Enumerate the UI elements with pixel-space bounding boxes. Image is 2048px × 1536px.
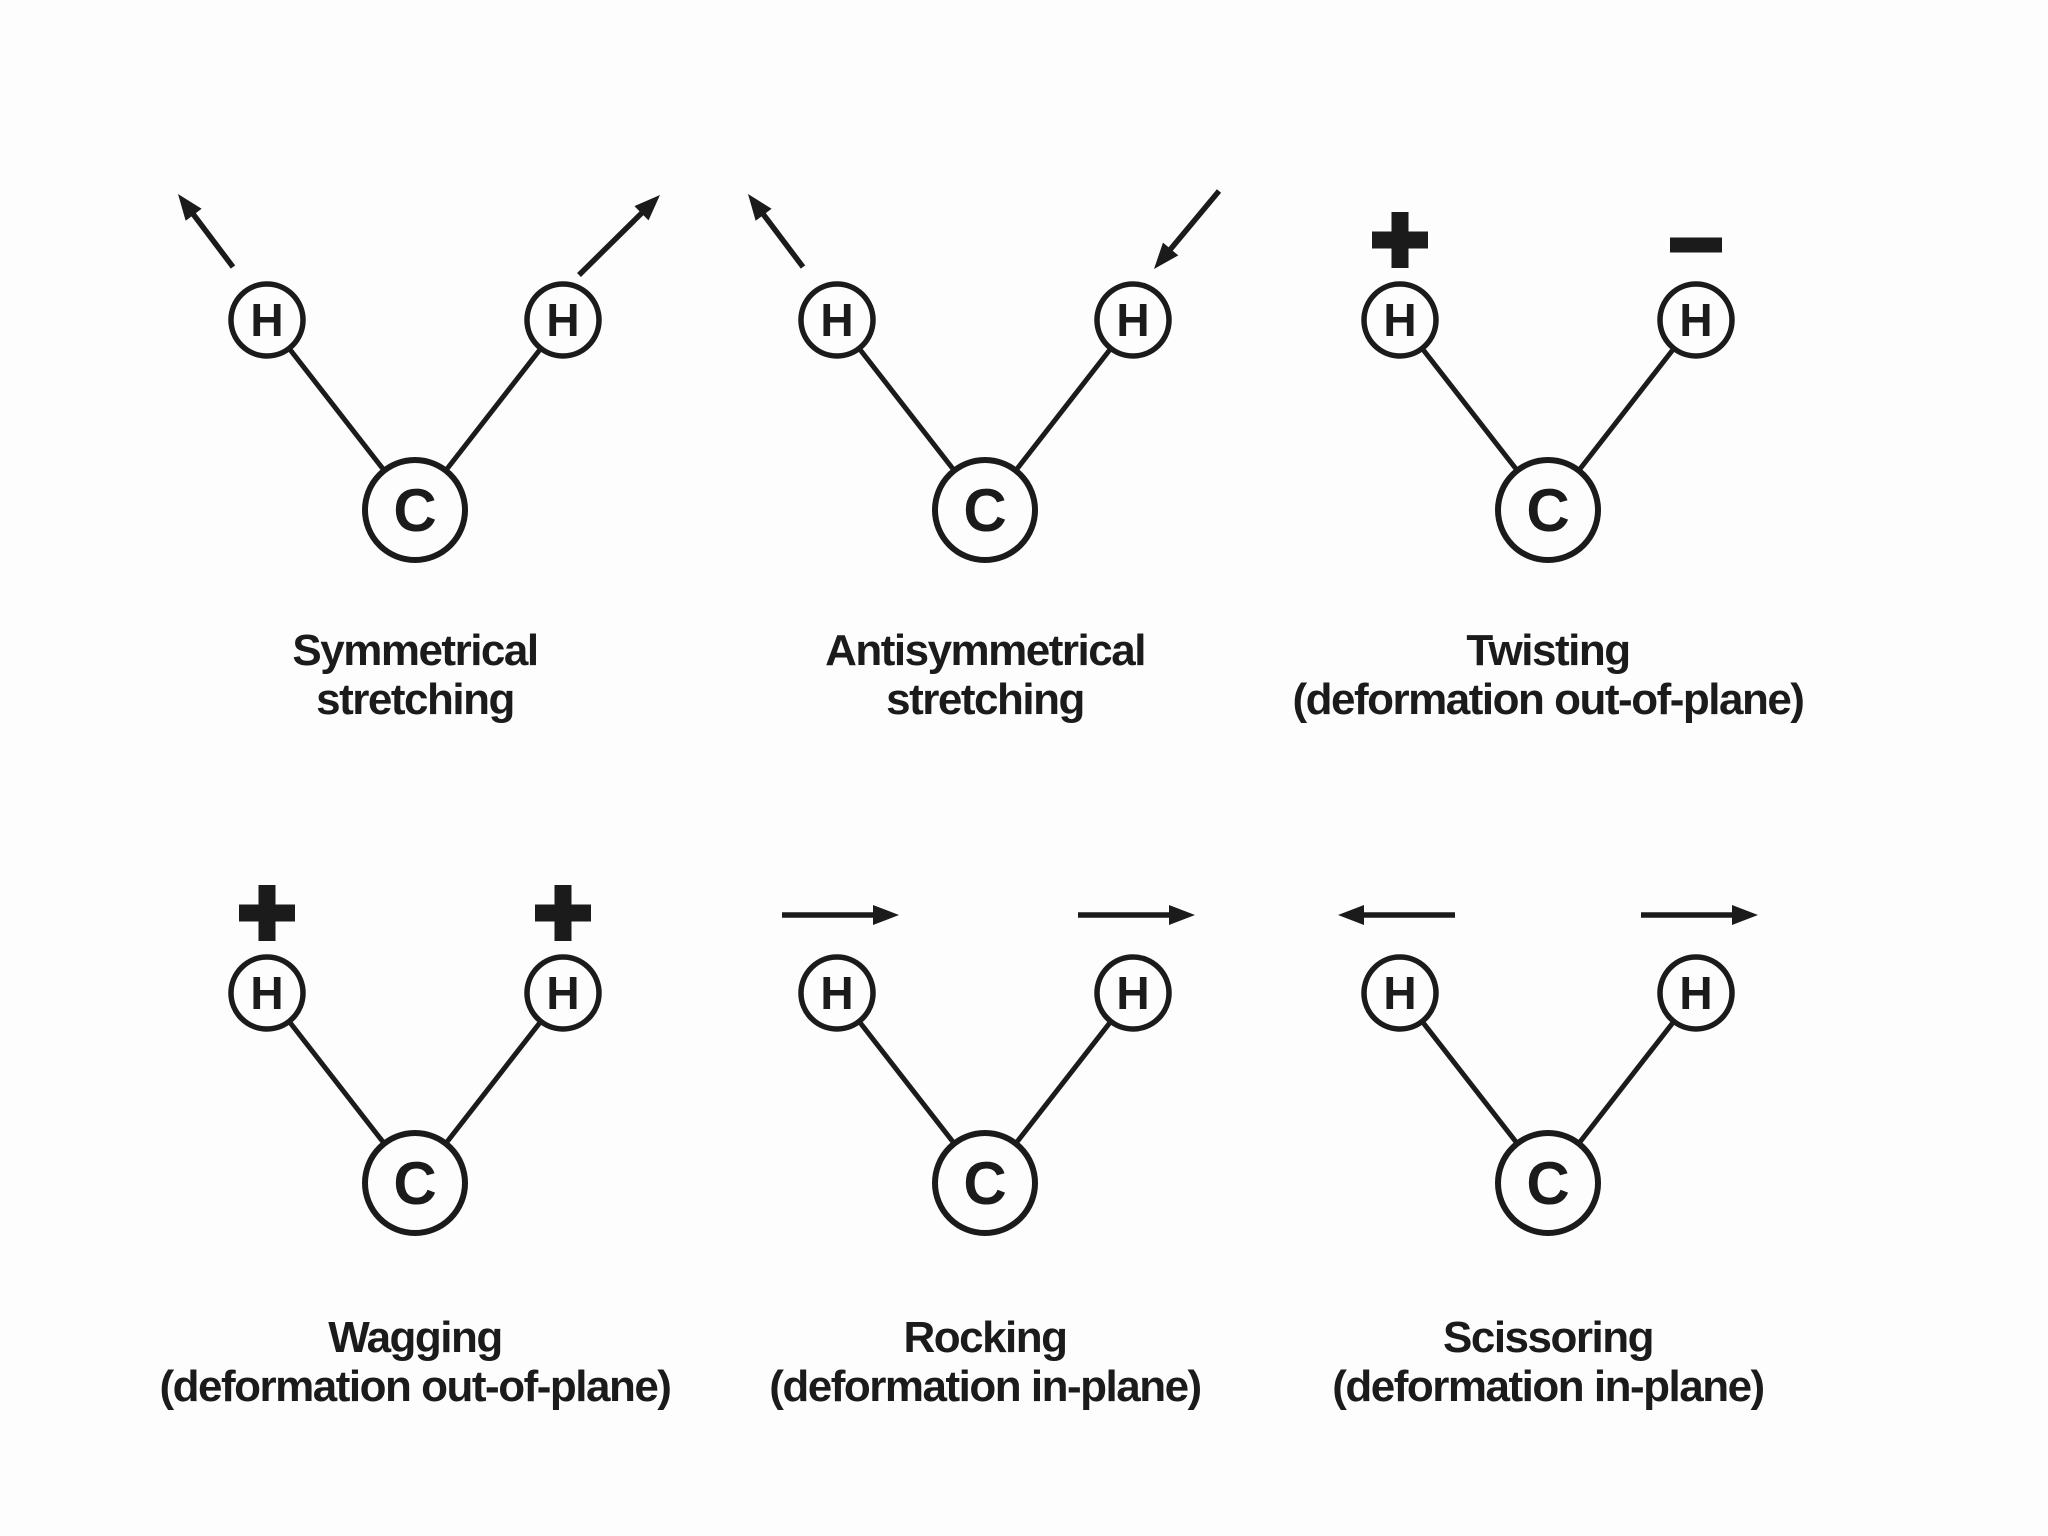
- caption-line1: Scissoring: [1443, 1313, 1654, 1362]
- caption-line1: Symmetrical: [292, 626, 539, 675]
- caption-line2: (deformation out-of-plane): [159, 1362, 672, 1412]
- annotation-left-arrow-left: [1338, 905, 1455, 925]
- hydrogen-right-circle: [1094, 954, 1172, 1032]
- hydrogen-right-circle: [1657, 281, 1735, 359]
- caption-line2: stretching: [886, 675, 1085, 725]
- hydrogen-left-label: H: [820, 967, 853, 1019]
- carbon-circle: [1495, 457, 1601, 563]
- panel-twisting: H H C Twisting (deformation out-of-plane): [1198, 80, 1898, 725]
- molecule-diagram-antisymmetrical-stretching: H H C: [748, 189, 1222, 563]
- hydrogen-left-label: H: [1383, 294, 1416, 346]
- carbon-circle: [932, 1130, 1038, 1236]
- molecule-diagram-wagging: H H C: [228, 885, 602, 1236]
- caption-antisymmetrical-stretching: Antisymmetrical stretching: [635, 626, 1335, 725]
- hydrogen-right-circle: [1657, 954, 1735, 1032]
- hydrogen-right-circle: [1094, 281, 1172, 359]
- hydrogen-left-circle: [798, 954, 876, 1032]
- hydrogen-right-label: H: [1679, 967, 1712, 1019]
- caption-scissoring: Scissoring (deformation in-plane): [1198, 1313, 1898, 1412]
- carbon-label: C: [963, 1150, 1006, 1217]
- hydrogen-right-label: H: [1116, 294, 1149, 346]
- carbon-label: C: [1526, 477, 1569, 544]
- caption-symmetrical-stretching: Symmetrical stretching: [65, 626, 765, 725]
- panel-scissoring: H H C Scissoring (deformation in-plane): [1198, 753, 1898, 1412]
- carbon-circle: [932, 457, 1038, 563]
- annotation-left-arrow-diagonal-outward: [178, 194, 236, 269]
- carbon-label: C: [393, 477, 436, 544]
- panel-wagging: H H C Wagging (deformation out-of-plane): [65, 753, 765, 1412]
- annotation-right-plus: [535, 885, 591, 941]
- caption-line2: (deformation out-of-plane): [1292, 675, 1805, 725]
- caption-twisting: Twisting (deformation out-of-plane): [1198, 626, 1898, 725]
- hydrogen-right-circle: [524, 281, 602, 359]
- hydrogen-left-circle: [1361, 281, 1439, 359]
- carbon-label: C: [1526, 1150, 1569, 1217]
- molecule-diagram-scissoring: H H C: [1338, 905, 1758, 1236]
- caption-line1: Rocking: [903, 1313, 1068, 1362]
- caption-line2: stretching: [316, 675, 515, 725]
- annotation-right-arrow-right: [1078, 905, 1195, 925]
- annotation-right-arrow-diagonal-inward: [1154, 189, 1222, 269]
- annotation-right-minus: [1670, 237, 1722, 253]
- annotation-left-arrow-diagonal-outward: [748, 194, 806, 269]
- caption-line2: (deformation in-plane): [1332, 1362, 1765, 1412]
- caption-rocking: Rocking (deformation in-plane): [635, 1313, 1335, 1412]
- molecule-diagram-symmetrical-stretching: H H C: [178, 194, 660, 563]
- hydrogen-left-label: H: [250, 967, 283, 1019]
- annotation-left-plus: [1372, 212, 1428, 268]
- hydrogen-left-circle: [798, 281, 876, 359]
- hydrogen-right-label: H: [1679, 294, 1712, 346]
- annotation-left-plus: [239, 885, 295, 941]
- carbon-circle: [362, 457, 468, 563]
- carbon-label: C: [963, 477, 1006, 544]
- hydrogen-left-circle: [228, 954, 306, 1032]
- hydrogen-right-circle: [524, 954, 602, 1032]
- hydrogen-left-circle: [1361, 954, 1439, 1032]
- panel-symmetrical-stretching: H H C Symmetrical stretching: [65, 80, 765, 725]
- annotation-right-arrow-right: [1641, 905, 1758, 925]
- caption-wagging: Wagging (deformation out-of-plane): [65, 1313, 765, 1412]
- carbon-label: C: [393, 1150, 436, 1217]
- caption-line1: Wagging: [328, 1313, 503, 1362]
- hydrogen-left-label: H: [1383, 967, 1416, 1019]
- hydrogen-left-label: H: [250, 294, 283, 346]
- caption-line2: (deformation in-plane): [769, 1362, 1202, 1412]
- molecule-diagram-twisting: H H C: [1361, 212, 1735, 563]
- carbon-circle: [362, 1130, 468, 1236]
- caption-line1: Antisymmetrical: [825, 626, 1146, 675]
- hydrogen-right-label: H: [546, 967, 579, 1019]
- molecule-diagram-rocking: H H C: [782, 905, 1195, 1236]
- hydrogen-left-label: H: [820, 294, 853, 346]
- hydrogen-right-label: H: [546, 294, 579, 346]
- panel-antisymmetrical-stretching: H H C Antisymmetrical stretching: [635, 80, 1335, 725]
- hydrogen-right-label: H: [1116, 967, 1149, 1019]
- panel-rocking: H H C Rocking (deformation in-plane): [635, 753, 1335, 1412]
- hydrogen-left-circle: [228, 281, 306, 359]
- caption-line1: Twisting: [1466, 626, 1631, 675]
- carbon-circle: [1495, 1130, 1601, 1236]
- annotation-right-arrow-diagonal-outward: [577, 195, 660, 277]
- annotation-left-arrow-right: [782, 905, 899, 925]
